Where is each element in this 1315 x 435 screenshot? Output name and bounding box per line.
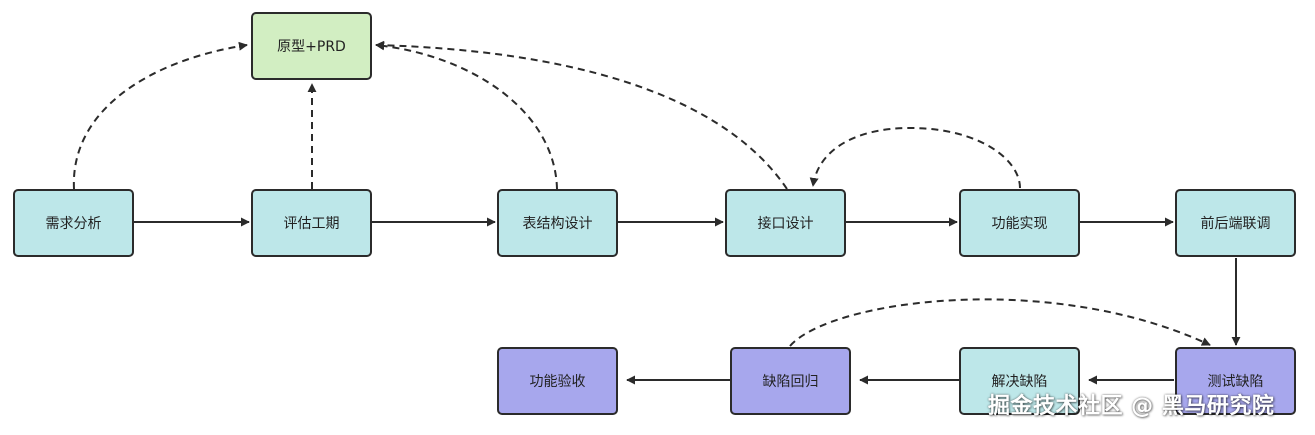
- node-accept-label: 功能验收: [529, 374, 586, 390]
- edge-regress-to-test: [789, 298, 1211, 347]
- edge-impl-to-api: [809, 126, 1021, 189]
- node-est[interactable]: 评估工期: [251, 189, 372, 257]
- node-est-label: 评估工期: [283, 216, 340, 232]
- edge-table-to-proto: [375, 41, 558, 190]
- node-fix-label: 解决缺陷: [991, 374, 1048, 390]
- node-test-label: 测试缺陷: [1207, 374, 1264, 390]
- node-table[interactable]: 表结构设计: [497, 189, 618, 257]
- node-regress-label: 缺陷回归: [762, 374, 819, 390]
- node-impl[interactable]: 功能实现: [959, 189, 1080, 257]
- node-proto[interactable]: 原型+PRD: [251, 12, 372, 80]
- node-req-label: 需求分析: [45, 216, 102, 232]
- edge-req-to-proto: [72, 41, 248, 190]
- node-accept[interactable]: 功能验收: [497, 347, 618, 415]
- node-integ-label: 前后端联调: [1200, 216, 1271, 232]
- node-regress[interactable]: 缺陷回归: [730, 347, 851, 415]
- node-api-label: 接口设计: [757, 216, 814, 232]
- node-table-label: 表结构设计: [522, 216, 593, 232]
- node-req[interactable]: 需求分析: [13, 189, 134, 257]
- node-fix[interactable]: 解决缺陷: [959, 347, 1080, 415]
- node-test[interactable]: 测试缺陷: [1175, 347, 1296, 415]
- node-integ[interactable]: 前后端联调: [1175, 189, 1296, 257]
- node-impl-label: 功能实现: [991, 216, 1048, 232]
- node-api[interactable]: 接口设计: [725, 189, 846, 257]
- edge-api-to-proto: [375, 40, 788, 190]
- node-proto-label: 原型+PRD: [277, 39, 346, 55]
- watermark: 掘金技术社区 @ 黑马研究院: [988, 394, 1275, 419]
